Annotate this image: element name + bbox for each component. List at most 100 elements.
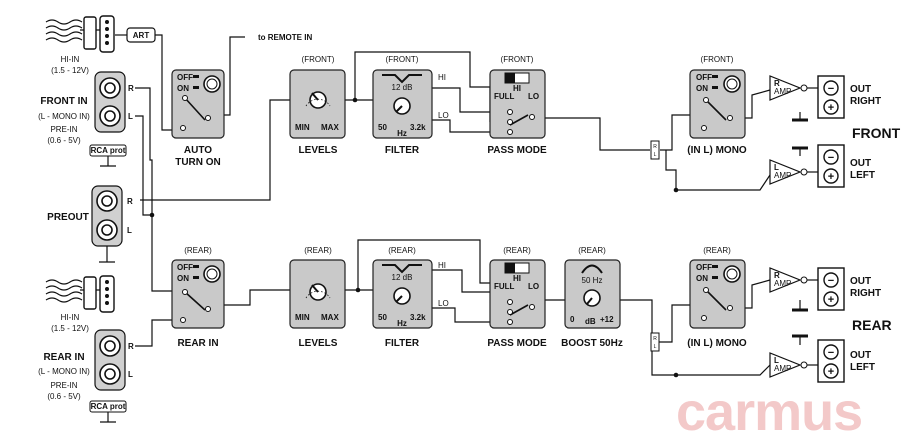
pass-mode-front[interactable]: HI FULL LO [489,69,546,139]
front-in-l: L [128,112,133,121]
svg-text:MAX: MAX [321,123,339,132]
front-rca-prot: RCA prot [91,146,126,155]
auto-label-1: AUTO [184,145,212,156]
front-in-r: R [128,84,134,93]
rear-in-label: REAR IN [177,338,218,349]
amp-front-left: L AMP [769,159,808,185]
svg-text:L: L [654,152,657,158]
pass-front-tag: (FRONT) [501,55,534,64]
svg-text:LEFT: LEFT [850,362,875,373]
pass-rear-tag: (REAR) [503,246,531,255]
svg-text:−: − [828,275,834,287]
svg-text:3.2k: 3.2k [410,313,426,322]
svg-text:50 Hz: 50 Hz [582,276,603,285]
levels-front-tag: (FRONT) [302,55,335,64]
lr-block-front: R L [650,140,660,160]
auto-turn-on-switch[interactable]: OFF ON [171,69,225,139]
front-pre-in: PRE-IN [50,125,77,134]
levels-rear[interactable]: MIN MAX [289,259,346,329]
svg-text:FULL: FULL [494,92,515,101]
svg-text:dB: dB [585,317,596,326]
svg-text:0: 0 [570,315,575,324]
rear-in-switch[interactable]: OFF ON [171,259,225,329]
svg-text:ON: ON [177,274,189,283]
svg-text:R: R [774,79,780,88]
filter-rear-tag: (REAR) [388,246,416,255]
filter-front-hi: HI [438,73,446,82]
ground-symbols [792,118,808,338]
svg-text:+: + [828,102,834,114]
svg-text:OUT: OUT [850,158,871,169]
mono-switch-front[interactable]: OFF ON [689,69,746,139]
svg-text:50: 50 [378,123,387,132]
svg-text:FULL: FULL [494,282,515,291]
svg-text:LO: LO [528,282,539,291]
svg-text:OFF: OFF [696,263,712,272]
svg-text:MIN: MIN [295,123,310,132]
svg-text:OFF: OFF [696,73,712,82]
pass-rear-label: PASS MODE [487,338,547,349]
mono-rear-label: (IN L) MONO [687,338,747,349]
svg-text:Hz: Hz [397,319,407,328]
section-rear-label: REAR [852,317,892,333]
svg-text:ON: ON [696,84,708,93]
section-front-label: FRONT [852,125,901,141]
mono-switch-rear[interactable]: OFF ON [689,259,746,329]
lr-block-rear: R L [650,332,660,352]
pass-mode-rear[interactable]: HI FULL LO [489,259,546,329]
svg-text:R: R [653,336,657,342]
filter-front-label: FILTER [385,145,420,156]
svg-text:−: − [828,347,834,359]
amp-rear-left: L AMP [769,352,808,378]
svg-text:ON: ON [696,274,708,283]
svg-text:R: R [774,271,780,280]
svg-text:L: L [774,163,779,172]
rear-in-r: R [128,342,134,351]
filter-front[interactable]: 12 dB 50 3.2k Hz [372,69,433,139]
preout-r: R [127,197,133,206]
front-mono-in: (L - MONO IN) [38,112,90,121]
levels-front-label: LEVELS [299,145,338,156]
svg-text:OUT: OUT [850,276,871,287]
remote-label: to REMOTE IN [258,33,312,42]
rear-mono-in: (L - MONO IN) [38,367,90,376]
svg-text:Hz: Hz [397,129,407,138]
filter-rear[interactable]: 12 dB 50 3.2k Hz [372,259,433,329]
auto-label-2: TURN ON [175,157,221,168]
rear-pre-in: PRE-IN [50,381,77,390]
svg-text:50: 50 [378,313,387,322]
preout-jacks: R L PREOUT [47,185,133,263]
rear-in-tag: (REAR) [184,246,212,255]
boost-50hz[interactable]: 50 Hz 0 dB +12 [564,259,621,329]
svg-text:L: L [654,344,657,350]
levels-front[interactable]: MIN MAX [289,69,346,139]
hi-in-range-rear: (1.5 - 12V) [51,324,89,333]
rear-in-jack-label: REAR IN [43,352,84,363]
levels-rear-tag: (REAR) [304,246,332,255]
hi-in-label-rear: HI-IN [61,313,80,322]
svg-text:12 dB: 12 dB [392,273,413,282]
svg-text:MIN: MIN [295,313,310,322]
hi-in-front: HI-IN (1.5 - 12V) [45,15,115,75]
filter-rear-hi: HI [438,261,446,270]
svg-text:OUT: OUT [850,84,871,95]
hi-in-label: HI-IN [61,55,80,64]
mono-front-tag: (FRONT) [701,55,734,64]
amp-front-right: R AMP [769,75,808,101]
svg-text:+: + [828,294,834,306]
svg-text:OFF: OFF [177,73,193,82]
mono-front-label: (IN L) MONO [687,145,747,156]
svg-text:3.2k: 3.2k [410,123,426,132]
out-rear-left: − + OUT LEFT [817,339,875,383]
svg-text:LEFT: LEFT [850,170,875,181]
svg-text:L: L [774,356,779,365]
svg-text:RIGHT: RIGHT [850,96,881,107]
svg-text:HI: HI [513,274,521,283]
svg-text:AMP: AMP [774,279,791,288]
svg-text:−: − [828,83,834,95]
hi-in-range: (1.5 - 12V) [51,66,89,75]
amp-rear-right: R AMP [769,267,808,293]
front-pre-in-range: (0.6 - 5V) [47,136,81,145]
preout-l: L [127,226,132,235]
